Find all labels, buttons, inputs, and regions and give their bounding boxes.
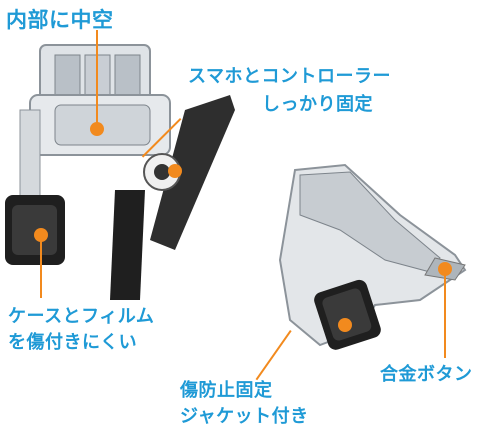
label-secure-line2: しっかり固定 <box>262 94 373 115</box>
top-housing <box>29 44 171 156</box>
pointer-dot-jacket <box>338 318 352 332</box>
pointer-dot-case <box>34 228 48 242</box>
label-jacket-line1: 傷防止固定 <box>180 380 273 401</box>
pointer-dot-alloy <box>438 262 452 276</box>
label-case-line1: ケースとフィルム <box>8 306 155 327</box>
label-case-line2: を傷付きにくい <box>8 332 138 353</box>
label-hollow-interior: 内部に中空 <box>6 8 114 32</box>
pointer-line-alloy <box>444 268 446 358</box>
pointer-line-case <box>40 236 42 298</box>
pointer-dot-secure <box>168 164 182 178</box>
label-alloy-button: 合金ボタン <box>380 364 473 385</box>
pointer-dot-hollow <box>90 122 104 136</box>
label-jacket-line2: ジャケット付き <box>180 406 309 427</box>
clamp-arm <box>110 95 235 300</box>
label-secure-line1: スマホとコントローラー <box>188 66 391 87</box>
controller-side-illustration <box>278 163 467 350</box>
pointer-line-hollow <box>96 30 98 126</box>
